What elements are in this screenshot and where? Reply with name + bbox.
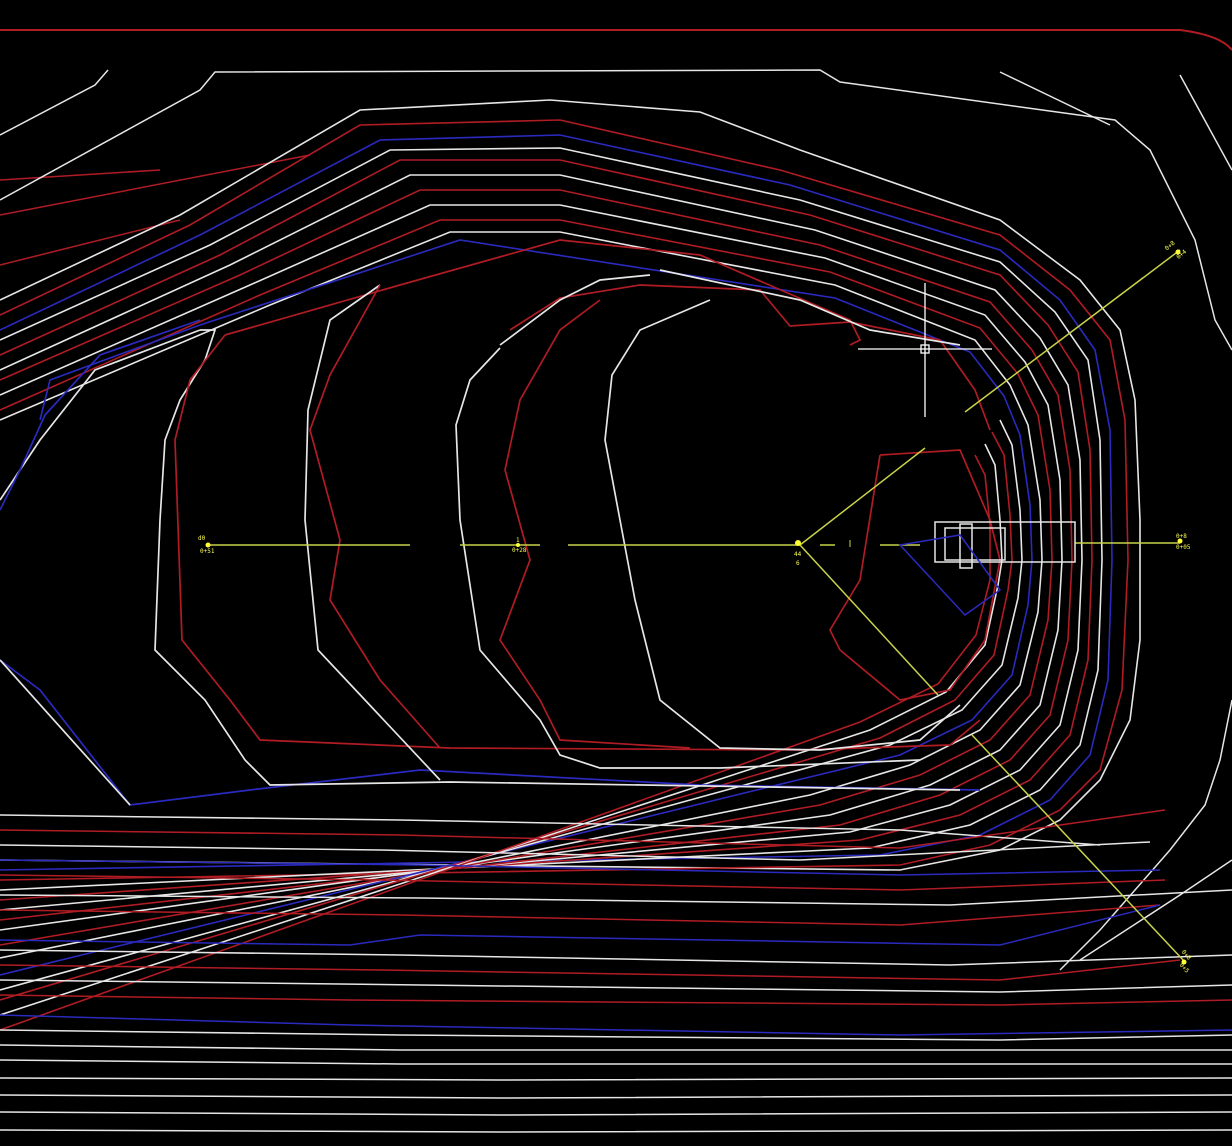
section-line-ne bbox=[964, 249, 1181, 413]
pit-contours bbox=[0, 99, 1141, 1031]
station-label-mid-2: 0+28 bbox=[512, 547, 527, 554]
station-marker-west bbox=[205, 542, 211, 548]
structure-block[interactable] bbox=[898, 521, 1076, 616]
station-label-east-2: 0+05 bbox=[1176, 544, 1191, 551]
outer-contours bbox=[0, 69, 1232, 971]
station-label-center-2: 6 bbox=[796, 560, 800, 567]
station-marker-se bbox=[1181, 959, 1187, 965]
section-line-nw bbox=[799, 447, 926, 546]
station-label-center-1: 44 bbox=[794, 551, 802, 558]
section-line-sw bbox=[799, 544, 939, 696]
station-marker-mid bbox=[516, 543, 520, 547]
station-label-west-2: 0+51 bbox=[200, 548, 215, 555]
centerline-alignment bbox=[208, 542, 1180, 546]
station-label-mid-1: 1 bbox=[516, 537, 520, 544]
station-marker-east bbox=[1177, 538, 1183, 544]
station-marker-ne bbox=[1175, 249, 1181, 255]
crosshair-cursor-icon bbox=[858, 283, 992, 417]
upper-left-contours bbox=[0, 69, 311, 266]
property-boundary-line bbox=[0, 29, 1232, 51]
section-line-se bbox=[971, 734, 1186, 963]
station-label-east-1: 0+8 bbox=[1176, 533, 1187, 540]
alignment-lines bbox=[208, 249, 1186, 963]
lower-band-contours bbox=[0, 809, 1232, 1133]
inner-pit-contours bbox=[0, 239, 1001, 806]
station-label-west-1: d0 bbox=[198, 535, 206, 542]
station-marker-center bbox=[795, 540, 801, 546]
